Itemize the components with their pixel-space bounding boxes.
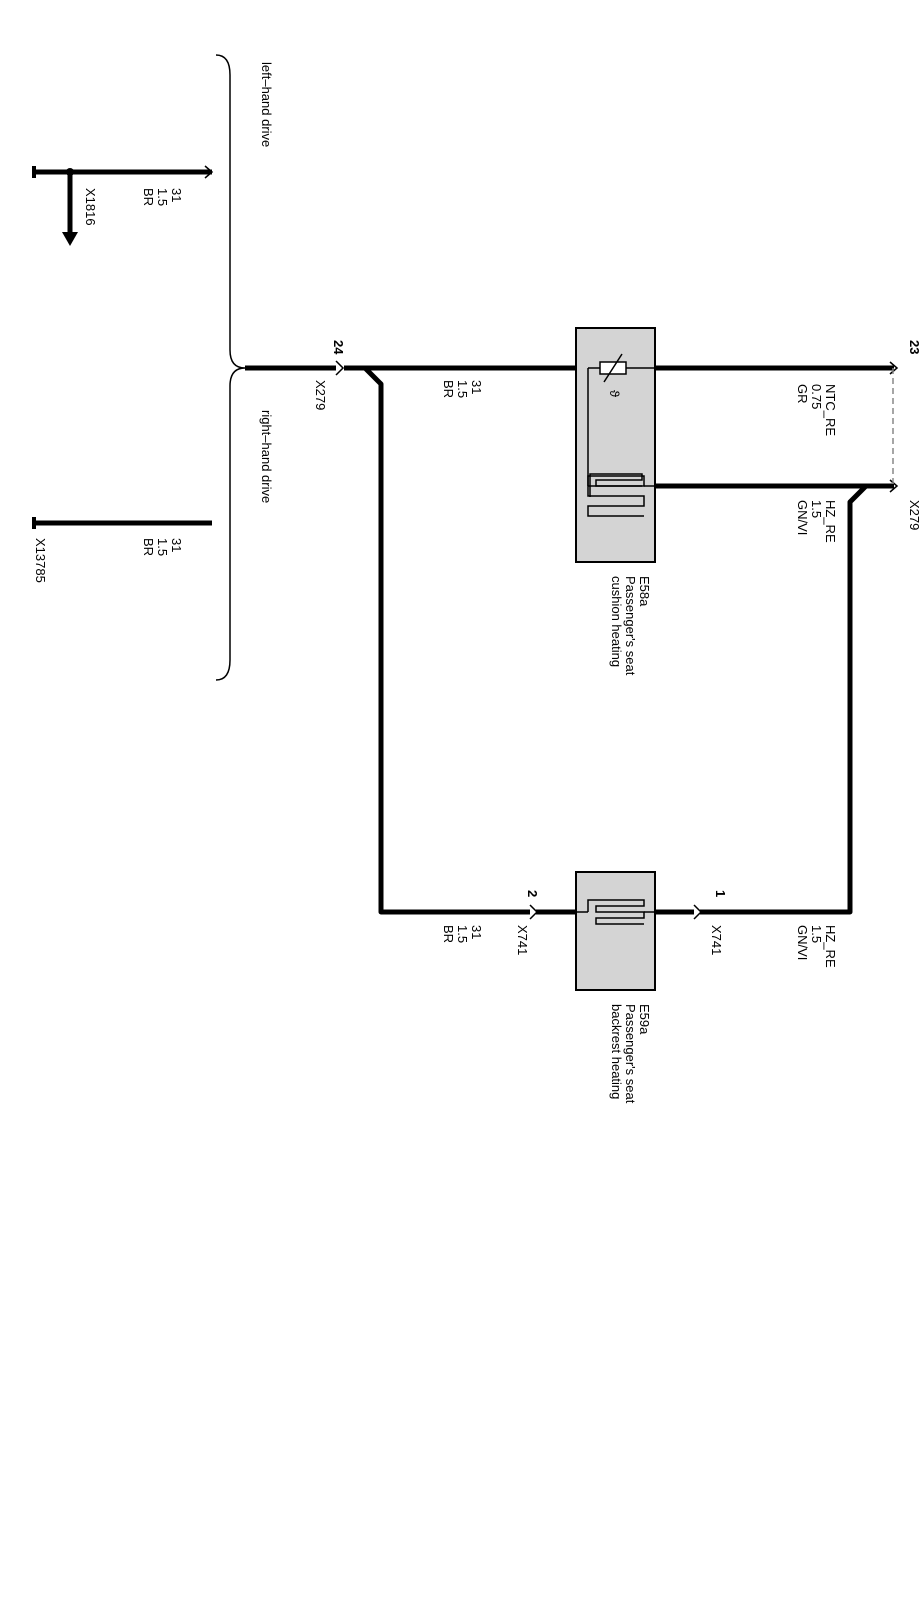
hz-backrest-wire-color: GN/VI xyxy=(795,925,810,960)
ground-backrest-wire-color: BR xyxy=(441,925,456,943)
right-hand-drive-label: right–hand drive xyxy=(259,410,274,503)
ground-wire-top-end-tick xyxy=(204,165,214,179)
cushion-component-id: E58a xyxy=(637,576,652,607)
x279-connector-icon xyxy=(335,360,345,376)
cushion-heating-element-icon xyxy=(587,475,645,517)
right-edge-pin-top: 23 xyxy=(907,340,920,354)
hz-backrest-wire-size: 1.5 xyxy=(809,925,824,943)
variant-brace xyxy=(215,54,246,681)
ntc-wire-color: GR xyxy=(795,384,810,404)
ground-top-wire-size: 1.5 xyxy=(155,188,170,206)
ground-main-wire-color: BR xyxy=(441,380,456,398)
x279-label: X279 xyxy=(313,380,328,410)
ground-top-wire-color: BR xyxy=(141,188,156,206)
ground-main-wire-code: 31 xyxy=(469,380,484,394)
x13785-label: X13785 xyxy=(33,538,48,583)
x741-right-label: X741 xyxy=(709,925,724,955)
ground-bottom-wire-size: 1.5 xyxy=(155,538,170,556)
ground-wire-bottom-start-cap xyxy=(32,517,36,529)
left-hand-drive-label: left–hand drive xyxy=(259,62,274,147)
ntc-wire-size: 0.75 xyxy=(809,384,824,409)
x741-right-pin: 1 xyxy=(713,890,728,897)
hz-backrest-wire-code: HZ_RE xyxy=(823,925,838,968)
x741-left-label: X741 xyxy=(515,925,530,955)
ground-top-wire-code: 31 xyxy=(169,188,184,202)
x741-right-connector-icon xyxy=(693,904,703,920)
backrest-component-name-line2: backrest heating xyxy=(609,1004,624,1099)
hz-cushion-wire-color: GN/VI xyxy=(795,500,810,535)
backrest-heating-box xyxy=(575,871,656,991)
cushion-component-name-line1: Passenger's seat xyxy=(623,576,638,676)
hz-backrest-branch xyxy=(700,484,868,915)
backrest-component-id: E59a xyxy=(637,1004,652,1035)
backrest-component-name-line1: Passenger's seat xyxy=(623,1004,638,1104)
x279-pin: 24 xyxy=(331,340,346,355)
backrest-heating-element-icon xyxy=(587,899,645,925)
hz-cushion-wire-size: 1.5 xyxy=(809,500,824,518)
ground-bottom-wire-code: 31 xyxy=(169,538,184,552)
x1816-arrow-icon xyxy=(62,232,78,246)
ntc-theta-icon: ϑ xyxy=(607,390,622,398)
right-edge-connector-label: X279 xyxy=(907,500,920,530)
ground-backrest-wire-size: 1.5 xyxy=(455,925,470,943)
ground-bottom-wire-color: BR xyxy=(141,538,156,556)
x741-left-pin: 2 xyxy=(525,890,540,897)
x741-left-connector-icon xyxy=(529,904,539,920)
x1816-junction xyxy=(66,168,74,176)
x1816-label: X1816 xyxy=(83,188,98,226)
hz-cushion-wire-code: HZ_RE xyxy=(823,500,838,543)
ntc-wire-code: NTC_RE xyxy=(823,384,838,436)
cushion-component-name-line2: cushion heating xyxy=(609,576,624,667)
ground-wire-backrest-branch xyxy=(363,366,530,915)
ground-wire-top-start-cap xyxy=(32,166,36,178)
cushion-heating-element-wave xyxy=(589,473,643,497)
ground-main-wire-size: 1.5 xyxy=(455,380,470,398)
ntc-sensor-slash xyxy=(603,353,623,383)
ground-backrest-wire-code: 31 xyxy=(469,925,484,939)
